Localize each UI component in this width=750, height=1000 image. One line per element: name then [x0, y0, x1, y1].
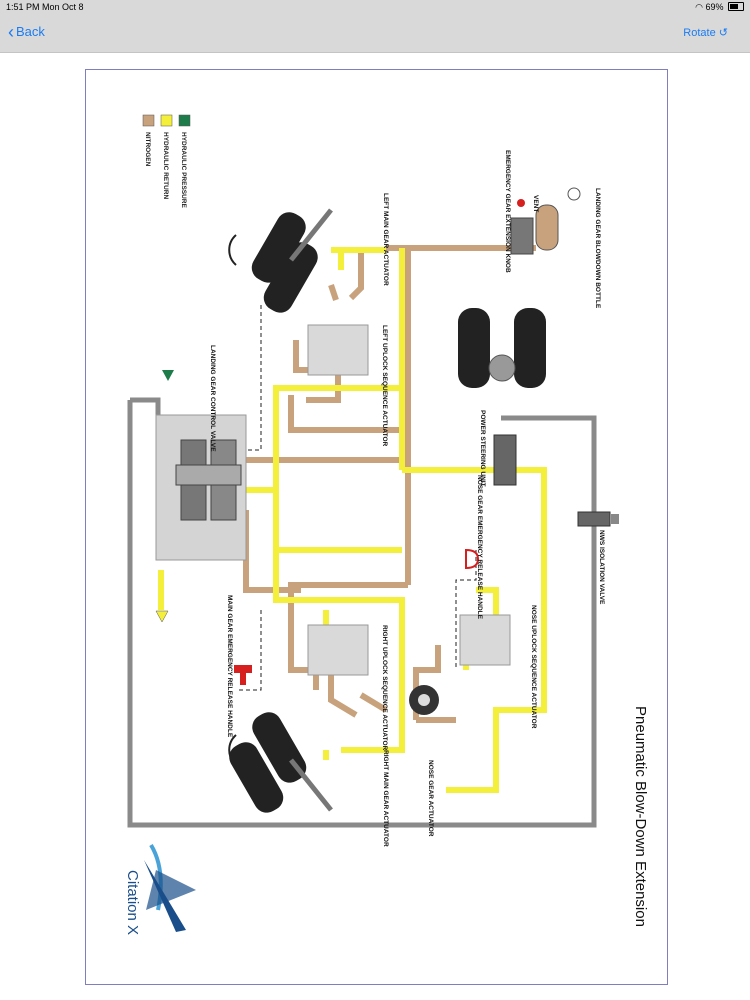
label-power-steering-unit: POWER STEERING UNIT [479, 410, 486, 487]
legend-label-nitrogen: NITROGEN [144, 132, 151, 167]
emergency-gear-extension-knob [510, 199, 534, 255]
right-main-gear-wheels [228, 712, 333, 813]
left-main-gear-wheels [228, 208, 333, 313]
legend-swatch-green [178, 114, 191, 127]
logo-text: Citation X [124, 870, 141, 935]
citation-x-logo: Citation X [124, 843, 196, 935]
status-date: Mon Oct 8 [42, 2, 84, 12]
label-landing-gear-control-valve: LANDING GEAR CONTROL VALVE [209, 345, 216, 452]
chevron-left-icon: ‹ [8, 21, 14, 42]
label-nws-isolation-valve: NWS ISOLATION VALVE [598, 530, 605, 605]
nose-uplock-sequence-actuator [459, 614, 511, 666]
legend: HYDRAULIC PRESSURE HYDRAULIC RETURN NITR… [142, 114, 191, 209]
nose-wheels [458, 308, 546, 388]
battery-icon [728, 2, 744, 11]
nose-gear-actuator-wheel [409, 685, 439, 715]
left-uplock-sequence-actuator [307, 324, 369, 376]
legend-label-hydraulic-pressure: HYDRAULIC PRESSURE [180, 132, 187, 209]
component-labels: LANDING GEAR BLOWDOWN BOTTLE VENT EMERGE… [209, 150, 605, 847]
label-blowdown-bottle: LANDING GEAR BLOWDOWN BOTTLE [594, 188, 601, 309]
back-label: Back [16, 24, 45, 39]
label-right-main-gear-actuator: RIGHT MAIN GEAR ACTUATOR [382, 750, 389, 847]
landing-gear-control-valve [155, 414, 247, 561]
wifi-icon: ◠ [695, 2, 703, 12]
legend-swatch-hydraulic [160, 114, 173, 127]
label-vent: VENT [532, 195, 539, 212]
green-triangle-marker [162, 370, 174, 381]
nitrogen-lines [223, 245, 536, 723]
yellow-triangle-marker [155, 610, 169, 623]
battery-percent: 69% [705, 2, 724, 12]
main-gear-emergency-release-handle[interactable] [234, 665, 252, 685]
label-emergency-knob: EMERGENCY GEAR EXTENSION KNOB [504, 150, 511, 273]
status-bar: 1:51 PM Mon Oct 8 ◠ 69% [0, 0, 750, 14]
label-nose-gear-release: NOSE GEAR EMERGENCY RELEASE HANDLE [476, 475, 483, 620]
nav-bar: ‹ Back Rotate ↺ [0, 14, 750, 53]
back-button[interactable]: ‹ Back [8, 21, 45, 42]
power-steering-unit [493, 434, 517, 486]
label-left-main-gear-actuator: LEFT MAIN GEAR ACTUATOR [382, 193, 389, 286]
document-page: Pneumatic Blow-Down Extension HYDRAULIC … [85, 69, 668, 985]
battery-status: ◠ 69% [695, 2, 744, 13]
legend-swatch-nitrogen [142, 114, 155, 127]
label-right-uplock-actuator: RIGHT UPLOCK SEQUENCE ACTUATOR [381, 625, 388, 750]
diagram-canvas: Pneumatic Blow-Down Extension HYDRAULIC … [124, 114, 649, 935]
label-nose-uplock-actuator: NOSE UPLOCK SEQUENCE ACTUATOR [530, 605, 537, 729]
right-uplock-sequence-actuator [307, 624, 369, 676]
label-nose-gear-actuator: NOSE GEAR ACTUATOR [427, 760, 434, 837]
nws-isolation-valve [577, 511, 619, 527]
legend-label-hydraulic-return: HYDRAULIC RETURN [162, 132, 169, 199]
rotate-label: Rotate [683, 27, 716, 39]
blowdown-bottle [535, 187, 581, 251]
diagram-title: Pneumatic Blow-Down Extension [632, 706, 649, 927]
label-left-uplock-actuator: LEFT UPLOCK SEQUENCE ACTUATOR [381, 325, 388, 447]
rotate-icon: ↺ [718, 27, 728, 39]
label-main-gear-release: MAIN GEAR EMERGENCY RELEASE HANDLE [226, 595, 233, 738]
rotate-button[interactable]: Rotate ↺ [683, 26, 728, 39]
nose-gear-emergency-release-handle[interactable] [465, 548, 480, 570]
status-time: 1:51 PM [6, 2, 40, 12]
